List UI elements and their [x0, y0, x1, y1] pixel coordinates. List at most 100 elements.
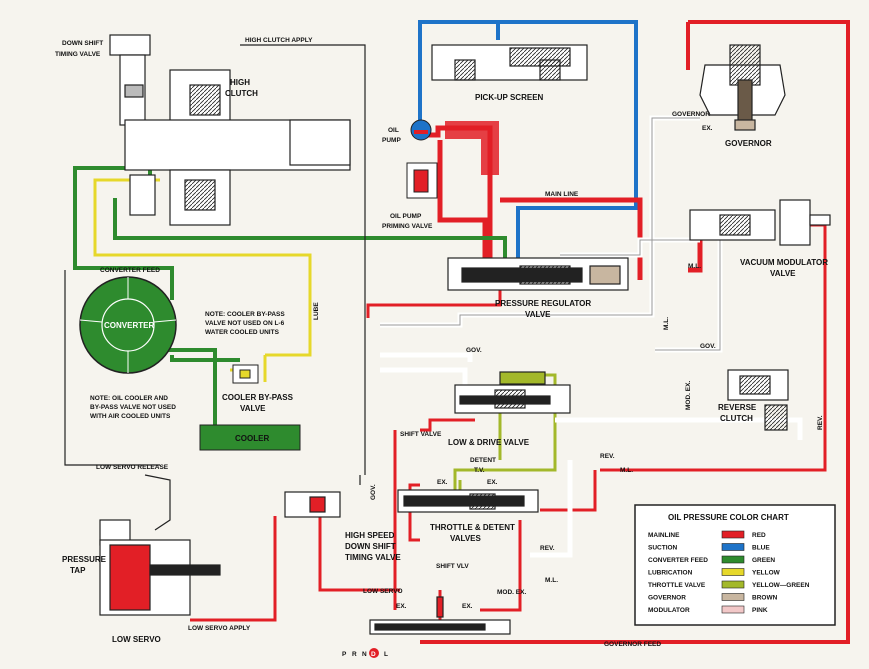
legend-row-color: PINK: [752, 607, 768, 614]
legend-row-color: RED: [752, 532, 766, 539]
label-converter: CONVERTER: [104, 321, 154, 330]
label-ex-1: EX.: [437, 479, 448, 486]
label-vacuum-mod-2: VALVE: [770, 269, 796, 278]
label-priming-2: PRIMING VALVE: [382, 223, 433, 230]
legend-swatch: [721, 530, 745, 539]
pressure-regulator-valve: [447, 257, 629, 291]
reverse-clutch: [727, 369, 789, 431]
label-lube: LUBE: [313, 302, 320, 320]
legend-swatch: [721, 593, 745, 601]
label-low-drive: LOW & DRIVE VALVE: [448, 438, 530, 447]
label-note-cooler-3: WATER COOLED UNITS: [205, 329, 280, 336]
legend-swatch: [721, 568, 745, 576]
legend-row-name: SUCTION: [648, 545, 678, 552]
legend-row-color: BLUE: [752, 545, 770, 552]
label-priming-1: OIL PUMP: [390, 213, 422, 220]
label-pressure-reg-2: VALVE: [525, 310, 551, 319]
label-rev-2: REV.: [600, 453, 615, 460]
legend-swatch: [721, 543, 745, 551]
label-oil-pump-2: PUMP: [382, 137, 401, 144]
gear-l: L: [384, 651, 388, 658]
label-mod-ex: MOD. EX.: [685, 381, 692, 410]
label-vacuum-mod-1: VACUUM MODULATOR: [740, 258, 828, 267]
label-mod-ex2: MOD. EX.: [497, 589, 526, 596]
label-low-servo-2: LOW SERVO: [363, 588, 403, 595]
legend-row-name: MAINLINE: [648, 532, 680, 539]
legend-row-name: MODULATOR: [648, 607, 690, 614]
legend-row-color: YELLOW: [752, 570, 781, 577]
cooler-bypass-valve: [232, 364, 259, 384]
low-drive-valve: [454, 371, 571, 414]
vacuum-modulator-valve: [689, 199, 831, 246]
label-low-servo-apply: LOW SERVO APPLY: [188, 625, 251, 632]
legend-row-color: BROWN: [752, 595, 778, 602]
label-high-clutch-2: CLUTCH: [225, 89, 258, 98]
label-reverse-clutch-1: REVERSE: [718, 403, 757, 412]
label-pick-up-screen: PICK-UP SCREEN: [475, 93, 544, 102]
label-down-shift-2: TIMING VALVE: [55, 51, 101, 58]
legend-row-name: THROTTLE VALVE: [648, 582, 706, 589]
label-main-line: MAIN LINE: [545, 191, 579, 198]
gear-r: R: [352, 651, 357, 658]
label-tv: T.V.: [474, 467, 485, 474]
suction-lines: [418, 20, 638, 270]
label-gov-2: GOV.: [466, 347, 482, 354]
label-converter-feed: CONVERTER FEED: [100, 267, 160, 274]
high-speed-downshift-valve: [284, 491, 341, 518]
label-governor-line: GOVERNOR: [672, 111, 710, 118]
label-throttle-2: VALVES: [450, 534, 481, 543]
label-ml-4: M.L.: [545, 577, 558, 584]
label-cooler-bypass-2: VALVE: [240, 404, 266, 413]
governor-feed-line: [420, 20, 850, 644]
high-clutch-assembly: [109, 34, 351, 226]
gear-p: P: [342, 651, 347, 658]
legend-title: OIL PRESSURE COLOR CHART: [668, 513, 789, 522]
label-ex-2: EX.: [487, 479, 498, 486]
label-rev-1: REV.: [817, 415, 824, 430]
manual-valve: [369, 596, 511, 635]
label-low-servo: LOW SERVO: [112, 635, 161, 644]
label-down-shift-1: DOWN SHIFT: [62, 40, 103, 47]
label-note-cooler-2: VALVE NOT USED ON L-6: [205, 320, 285, 327]
low-servo: [99, 474, 221, 616]
label-ex-4: EX.: [462, 603, 473, 610]
throttle-detent-valves: [397, 489, 539, 513]
governor-unit: [699, 44, 786, 131]
legend-swatch: [721, 580, 745, 589]
label-note-oil-1: NOTE: OIL COOLER AND: [90, 395, 168, 402]
label-high-speed-3: TIMING VALVE: [345, 553, 401, 562]
oil-pump-priming-valve: [406, 162, 438, 199]
label-gov-3: GOV.: [370, 484, 377, 500]
label-pressure-tap-1: PRESSURE: [62, 555, 107, 564]
oil-pressure-color-chart: OIL PRESSURE COLOR CHART MAINLINE RED SUCT…: [634, 504, 836, 626]
label-ml-2: M.L.: [663, 317, 670, 330]
legend-row-name: GOVERNOR: [648, 595, 686, 602]
label-detent: DETENT: [470, 457, 496, 464]
label-ex-3: EX.: [396, 603, 407, 610]
label-ex-governor: EX.: [702, 125, 713, 132]
gear-d: D: [371, 651, 376, 658]
label-high-clutch-apply: HIGH CLUTCH APPLY: [245, 37, 313, 44]
label-gov-1: GOV.: [700, 343, 716, 350]
label-high-speed-1: HIGH SPEED: [345, 531, 395, 540]
legend-row-color: GREEN: [752, 557, 775, 564]
label-rev-3: REV.: [540, 545, 555, 552]
label-note-oil-2: BY-PASS VALVE NOT USED: [90, 404, 176, 411]
label-shift-vlv: SHIFT VLV: [436, 563, 469, 570]
label-shift-valve: SHIFT VALVE: [400, 431, 442, 438]
legend-swatch: [721, 605, 745, 614]
label-cooler: COOLER: [235, 434, 269, 443]
label-ml-1: M.L.: [688, 263, 701, 270]
cooler: [199, 424, 301, 451]
label-pressure-tap-2: TAP: [70, 566, 86, 575]
label-pressure-reg-1: PRESSURE REGULATOR: [495, 299, 591, 308]
label-governor: GOVERNOR: [725, 139, 772, 148]
pick-up-screen: [431, 44, 588, 81]
label-note-oil-3: WITH AIR COOLED UNITS: [90, 413, 171, 420]
label-oil-pump-1: OIL: [388, 127, 399, 134]
label-high-speed-2: DOWN SHIFT: [345, 542, 396, 551]
label-reverse-clutch-2: CLUTCH: [720, 414, 753, 423]
label-low-servo-release: LOW SERVO RELEASE: [96, 464, 169, 471]
label-governor-feed: GOVERNOR FEED: [604, 641, 661, 648]
